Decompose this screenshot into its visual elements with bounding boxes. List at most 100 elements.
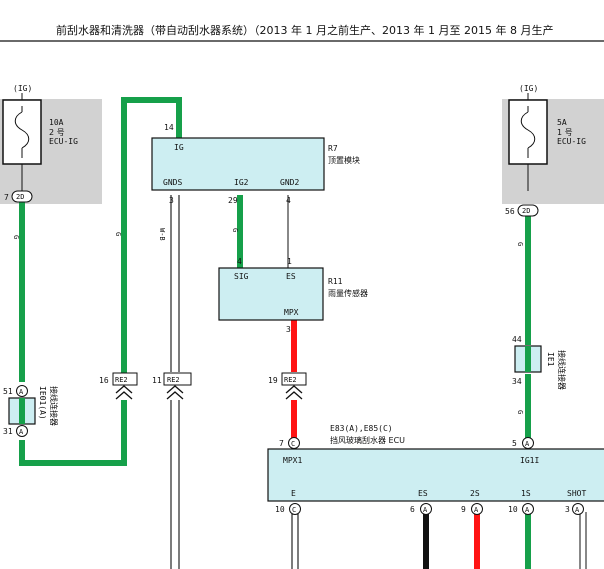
re2-11-chevron-icon <box>166 385 184 400</box>
re2-connector-19: 19 RE2 <box>268 372 307 400</box>
ecu-1s: 1S <box>521 489 531 498</box>
ie01-pin-top-num: 51 <box>3 387 13 396</box>
r11-pin-mpx: 3 <box>286 325 291 334</box>
ecu-es: ES <box>418 489 428 498</box>
ecu-pin-1s-num: 10 <box>508 505 518 514</box>
r7-pin-top: 14 <box>164 123 174 132</box>
ecu-box <box>267 448 604 502</box>
wire-green-left-2 <box>19 400 127 466</box>
ecu-pin-mpx1-num: 7 <box>279 439 284 448</box>
wire-green-left-3 <box>121 97 182 375</box>
r7-pin-gnds: 3 <box>169 196 174 205</box>
r11-es: ES <box>286 272 296 281</box>
r11-pin-es: 1 <box>287 257 292 266</box>
ecu-pin-e <box>289 503 301 515</box>
svg-text:16: 16 <box>99 376 109 385</box>
r11-mpx: MPX <box>284 308 299 317</box>
ecu-pin-shot <box>572 503 584 515</box>
svg-text:19: 19 <box>268 376 278 385</box>
ecu-id: E83(A),E85(C) <box>330 424 393 433</box>
fuse-left-icon <box>14 111 30 149</box>
svg-text:A: A <box>575 506 580 514</box>
r7-id: R7 <box>328 144 338 153</box>
svg-text:A: A <box>19 428 24 436</box>
ecu-2s: 2S <box>470 489 480 498</box>
ecu-e: E <box>291 489 296 498</box>
diagram-title: 前刮水器和清洗器（带自动刮水器系统）（2013 年 1 月之前生产、2013 年… <box>56 23 553 37</box>
fuse-left-power: (IG) <box>13 84 32 93</box>
re2-connector-16: 16 RE2 <box>99 372 138 400</box>
fuse-right-icon <box>520 111 536 149</box>
ie1-id: IE1 <box>546 352 555 367</box>
fuse-right-pin-num: 56 <box>505 207 515 216</box>
ecu-pin-mpx1 <box>288 437 300 449</box>
wire-label-g4: G <box>516 242 524 246</box>
fuse-left-pin-label: 2D <box>16 193 24 201</box>
ecu-pin-es-num: 6 <box>410 505 415 514</box>
r7-ig: IG <box>174 143 184 152</box>
svg-text:A: A <box>423 506 428 514</box>
ecu-pin-2s <box>471 503 483 515</box>
ecu-pin-ig1i-num: 5 <box>512 439 517 448</box>
re2-connector-11: 11 RE2 <box>152 372 192 400</box>
re2-19-chevron-icon <box>285 385 303 400</box>
svg-text:RE2: RE2 <box>284 376 297 384</box>
fuse-left-pin-num: 7 <box>4 193 9 202</box>
svg-text:A: A <box>525 440 530 448</box>
ie01-id: IE01(A) <box>38 386 47 420</box>
svg-text:A: A <box>19 388 24 396</box>
fuse-right-pin-label: 2D <box>522 207 530 215</box>
svg-text:C: C <box>291 440 295 448</box>
wire-label-g2: G <box>114 232 122 236</box>
svg-text:11: 11 <box>152 376 162 385</box>
fuse-right-num: 1 号 <box>557 128 573 137</box>
r7-pin-gnd2: 4 <box>286 196 291 205</box>
r11-box <box>218 267 324 321</box>
ecu-pin-es <box>420 503 432 515</box>
fuse-left-rating: 10A <box>49 118 64 127</box>
wire-label-g5: G <box>516 410 524 414</box>
ie01-pin-bot <box>16 425 28 437</box>
r11-pin-sig: 4 <box>237 257 242 266</box>
ie1-pin-top: 44 <box>512 335 522 344</box>
fuse-right-pin <box>517 204 539 217</box>
ie1-name: 接线连接器 <box>557 350 567 390</box>
ie01-pin-bot-num: 31 <box>3 427 13 436</box>
r7-name: 顶置模块 <box>328 155 360 165</box>
ecu-shot: SHOT <box>567 489 586 498</box>
ie01-pin-top <box>16 385 28 397</box>
r7-gnd2: GND2 <box>280 178 299 187</box>
r7-pin-ig2: 29 <box>228 196 238 205</box>
ecu-name: 挡风玻璃刮水器 ECU <box>330 435 405 445</box>
r7-box <box>151 137 325 191</box>
ecu-mpx1: MPX1 <box>283 456 302 465</box>
wire-label-wb: W-B <box>158 228 166 241</box>
r11-name: 雨量传感器 <box>328 288 368 298</box>
ecu-pin-1s <box>522 503 534 515</box>
r7-gnds: GNDS <box>163 178 182 187</box>
wire-label-g1: G <box>12 235 20 239</box>
ie01-name: 接线连接器 <box>49 386 59 426</box>
svg-text:RE2: RE2 <box>115 376 128 384</box>
fuse-left-name: ECU-IG <box>49 137 78 146</box>
re2-16-chevron-icon <box>115 385 133 400</box>
fuse-left-num: 2 号 <box>49 128 65 137</box>
r11-id: R11 <box>328 277 343 286</box>
svg-text:RE2: RE2 <box>167 376 180 384</box>
svg-text:C: C <box>292 506 296 514</box>
ie1-pin-bot: 34 <box>512 377 522 386</box>
wire-label-g3: G <box>231 228 239 232</box>
ecu-pin-2s-num: 9 <box>461 505 466 514</box>
ecu-ig1i: IG1I <box>520 456 539 465</box>
fuse-right-rating: 5A <box>557 118 567 127</box>
fuse-right-power: (IG) <box>519 84 538 93</box>
r11-sig: SIG <box>234 272 249 281</box>
svg-text:A: A <box>525 506 530 514</box>
ecu-pin-ig1i <box>522 437 534 449</box>
fuse-left-pin <box>11 190 33 203</box>
ecu-pin-e-num: 10 <box>275 505 285 514</box>
fuse-right-name: ECU-IG <box>557 137 586 146</box>
svg-text:A: A <box>474 506 479 514</box>
r7-ig2: IG2 <box>234 178 249 187</box>
